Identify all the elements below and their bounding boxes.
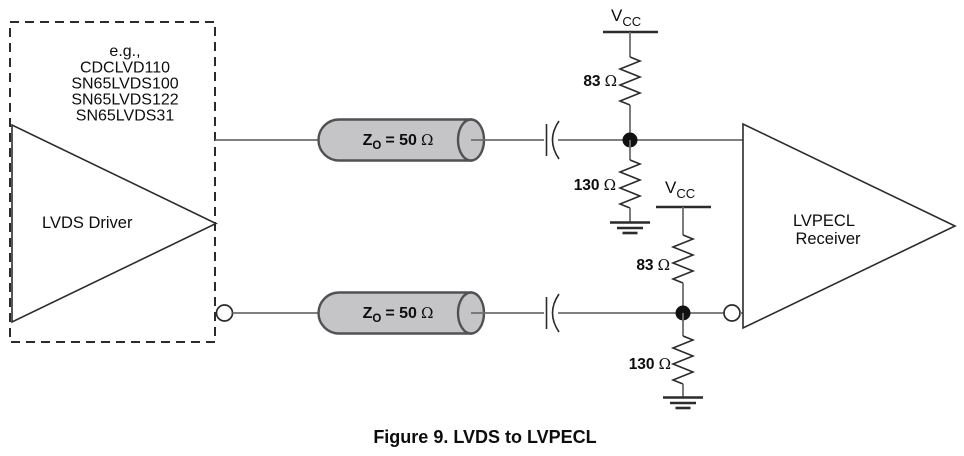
transmission-line-body (317, 118, 473, 162)
receiver-triangle (742, 122, 957, 330)
resistor-130-upper (617, 159, 643, 209)
driver-example-part: CDCLVD110 (80, 60, 170, 77)
ground-symbol (610, 221, 650, 235)
figure-caption: Figure 9. LVDS to LVPECL (373, 427, 596, 447)
ground-symbol (663, 396, 703, 410)
inversion-bubble-receiver (723, 304, 741, 322)
driver-triangle (11, 123, 218, 324)
coupling-capacitor-lower (545, 293, 560, 333)
receiver-label-line2: Receiver (795, 230, 861, 248)
driver-example-part: SN65LVDS100 (71, 76, 178, 93)
resistor-83-lower (670, 234, 696, 284)
vcc-label: VCC (611, 6, 641, 29)
resistor-130-lower (670, 335, 696, 385)
driver-examples-heading: e.g., (109, 43, 140, 60)
vcc-label: VCC (665, 178, 695, 201)
receiver-label-line1: LVPECL (793, 212, 855, 230)
resistor-83-upper (617, 56, 643, 106)
capacitor-curved-plate (551, 120, 560, 160)
driver-dashed-box (9, 21, 216, 343)
transmission-line-body (317, 291, 473, 335)
driver-label: LVDS Driver (42, 214, 133, 232)
driver-example-part: SN65LVDS122 (71, 92, 178, 109)
capacitor-curved-plate (551, 293, 560, 333)
coupling-capacitor-upper (545, 120, 560, 160)
driver-example-part: SN65LVDS31 (76, 108, 175, 125)
inversion-bubble-driver (215, 304, 234, 322)
